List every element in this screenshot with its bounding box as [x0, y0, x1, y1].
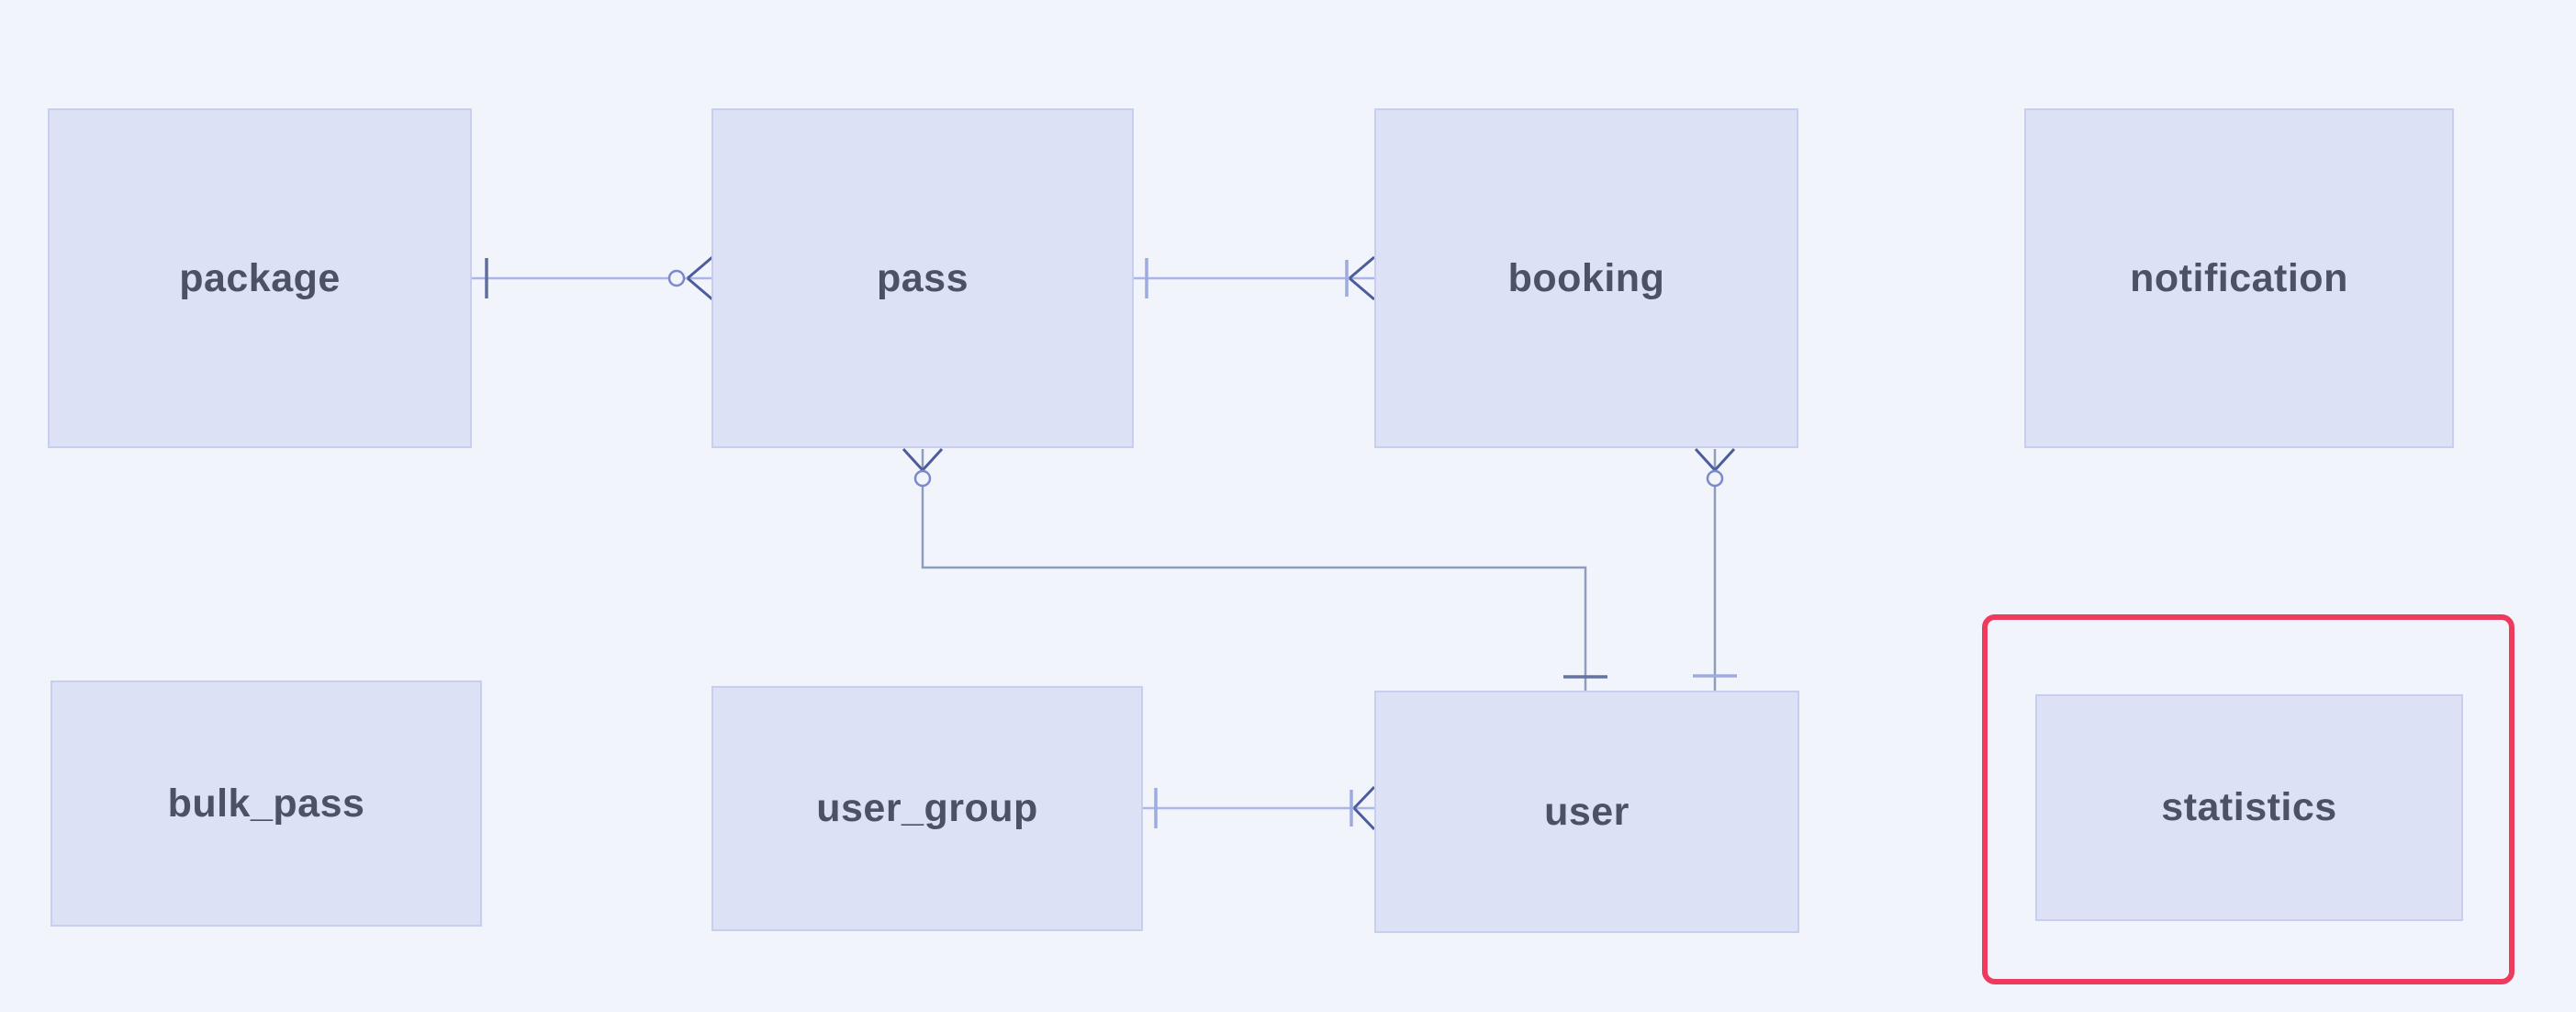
entity-label: user_group: [816, 786, 1038, 830]
entity-label: booking: [1507, 255, 1665, 300]
entity-label: notification: [2130, 255, 2348, 300]
entity-label: user: [1544, 789, 1630, 834]
entity-label: pass: [876, 255, 969, 300]
crowsfoot-many-icon: [687, 255, 713, 301]
entity-label: bulk_pass: [167, 781, 365, 826]
entity-user[interactable]: user: [1374, 691, 1799, 933]
relationship-booking-user: [1693, 447, 1737, 691]
entity-bulk-pass[interactable]: bulk_pass: [50, 680, 482, 927]
entity-statistics[interactable]: statistics: [2035, 694, 2463, 921]
entity-label: package: [179, 255, 341, 300]
relationship-user-group-user: [1143, 785, 1376, 831]
entity-notification[interactable]: notification: [2024, 108, 2454, 448]
crowsfoot-many-icon: [902, 447, 944, 472]
relationship-package-pass: [472, 255, 713, 301]
crowsfoot-many-icon: [1352, 785, 1376, 831]
zero-circle-icon: [1706, 469, 1724, 488]
relationship-pass-user: [902, 447, 1607, 691]
entity-booking[interactable]: booking: [1374, 108, 1798, 448]
relationship-pass-booking: [1134, 255, 1375, 301]
zero-circle-icon: [667, 269, 686, 287]
crowsfoot-many-icon: [1349, 255, 1375, 301]
entity-label: statistics: [2161, 785, 2337, 829]
entity-pass[interactable]: pass: [711, 108, 1134, 448]
entity-package[interactable]: package: [48, 108, 472, 448]
crowsfoot-many-icon: [1694, 447, 1736, 472]
entity-user-group[interactable]: user_group: [711, 686, 1143, 931]
zero-circle-icon: [913, 469, 932, 488]
